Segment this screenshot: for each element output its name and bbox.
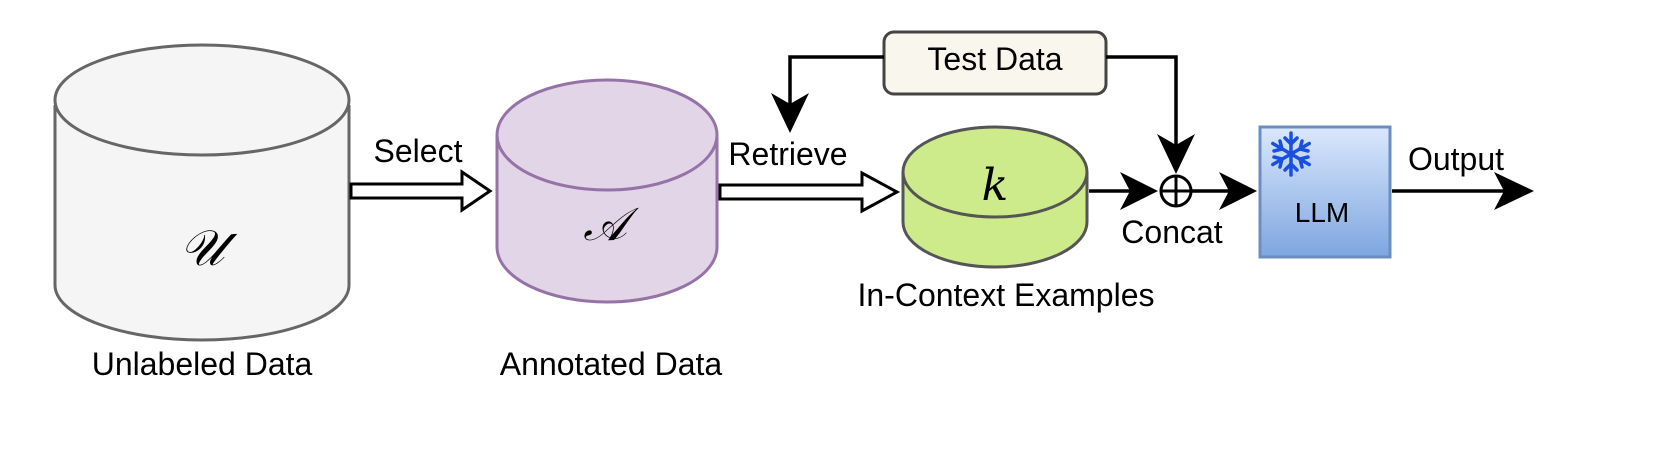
examples-caption: In-Context Examples bbox=[857, 277, 1154, 313]
examples-to-concat-arrow bbox=[1089, 172, 1158, 210]
test-to-retrieve-connector bbox=[771, 55, 884, 133]
test-data-label: Test Data bbox=[927, 41, 1062, 77]
concat-to-llm-arrow bbox=[1191, 172, 1257, 210]
unlabeled-caption: Unlabeled Data bbox=[92, 346, 313, 382]
test-to-concat-connector bbox=[1106, 55, 1195, 174]
unlabeled-data-cylinder: 𝒰 bbox=[53, 43, 351, 342]
examples-symbol: k bbox=[982, 160, 1009, 211]
annotated-caption: Annotated Data bbox=[500, 346, 723, 382]
llm-label: LLM bbox=[1295, 197, 1349, 228]
concat-label: Concat bbox=[1121, 214, 1223, 250]
llm-box: LLM bbox=[1258, 125, 1392, 259]
llm-to-output-arrow bbox=[1392, 172, 1534, 210]
test-data-box: Test Data bbox=[882, 30, 1108, 96]
concat-operator bbox=[1159, 174, 1193, 208]
in-context-examples-cylinder: k bbox=[901, 125, 1089, 269]
select-arrow bbox=[349, 169, 493, 213]
annotated-data-cylinder: 𝒜 bbox=[495, 78, 719, 304]
select-label: Select bbox=[374, 133, 463, 169]
snowflake-icon bbox=[1271, 131, 1311, 177]
output-label: Output bbox=[1408, 141, 1504, 177]
retrieve-arrow bbox=[718, 170, 901, 214]
retrieve-label: Retrieve bbox=[728, 136, 847, 172]
